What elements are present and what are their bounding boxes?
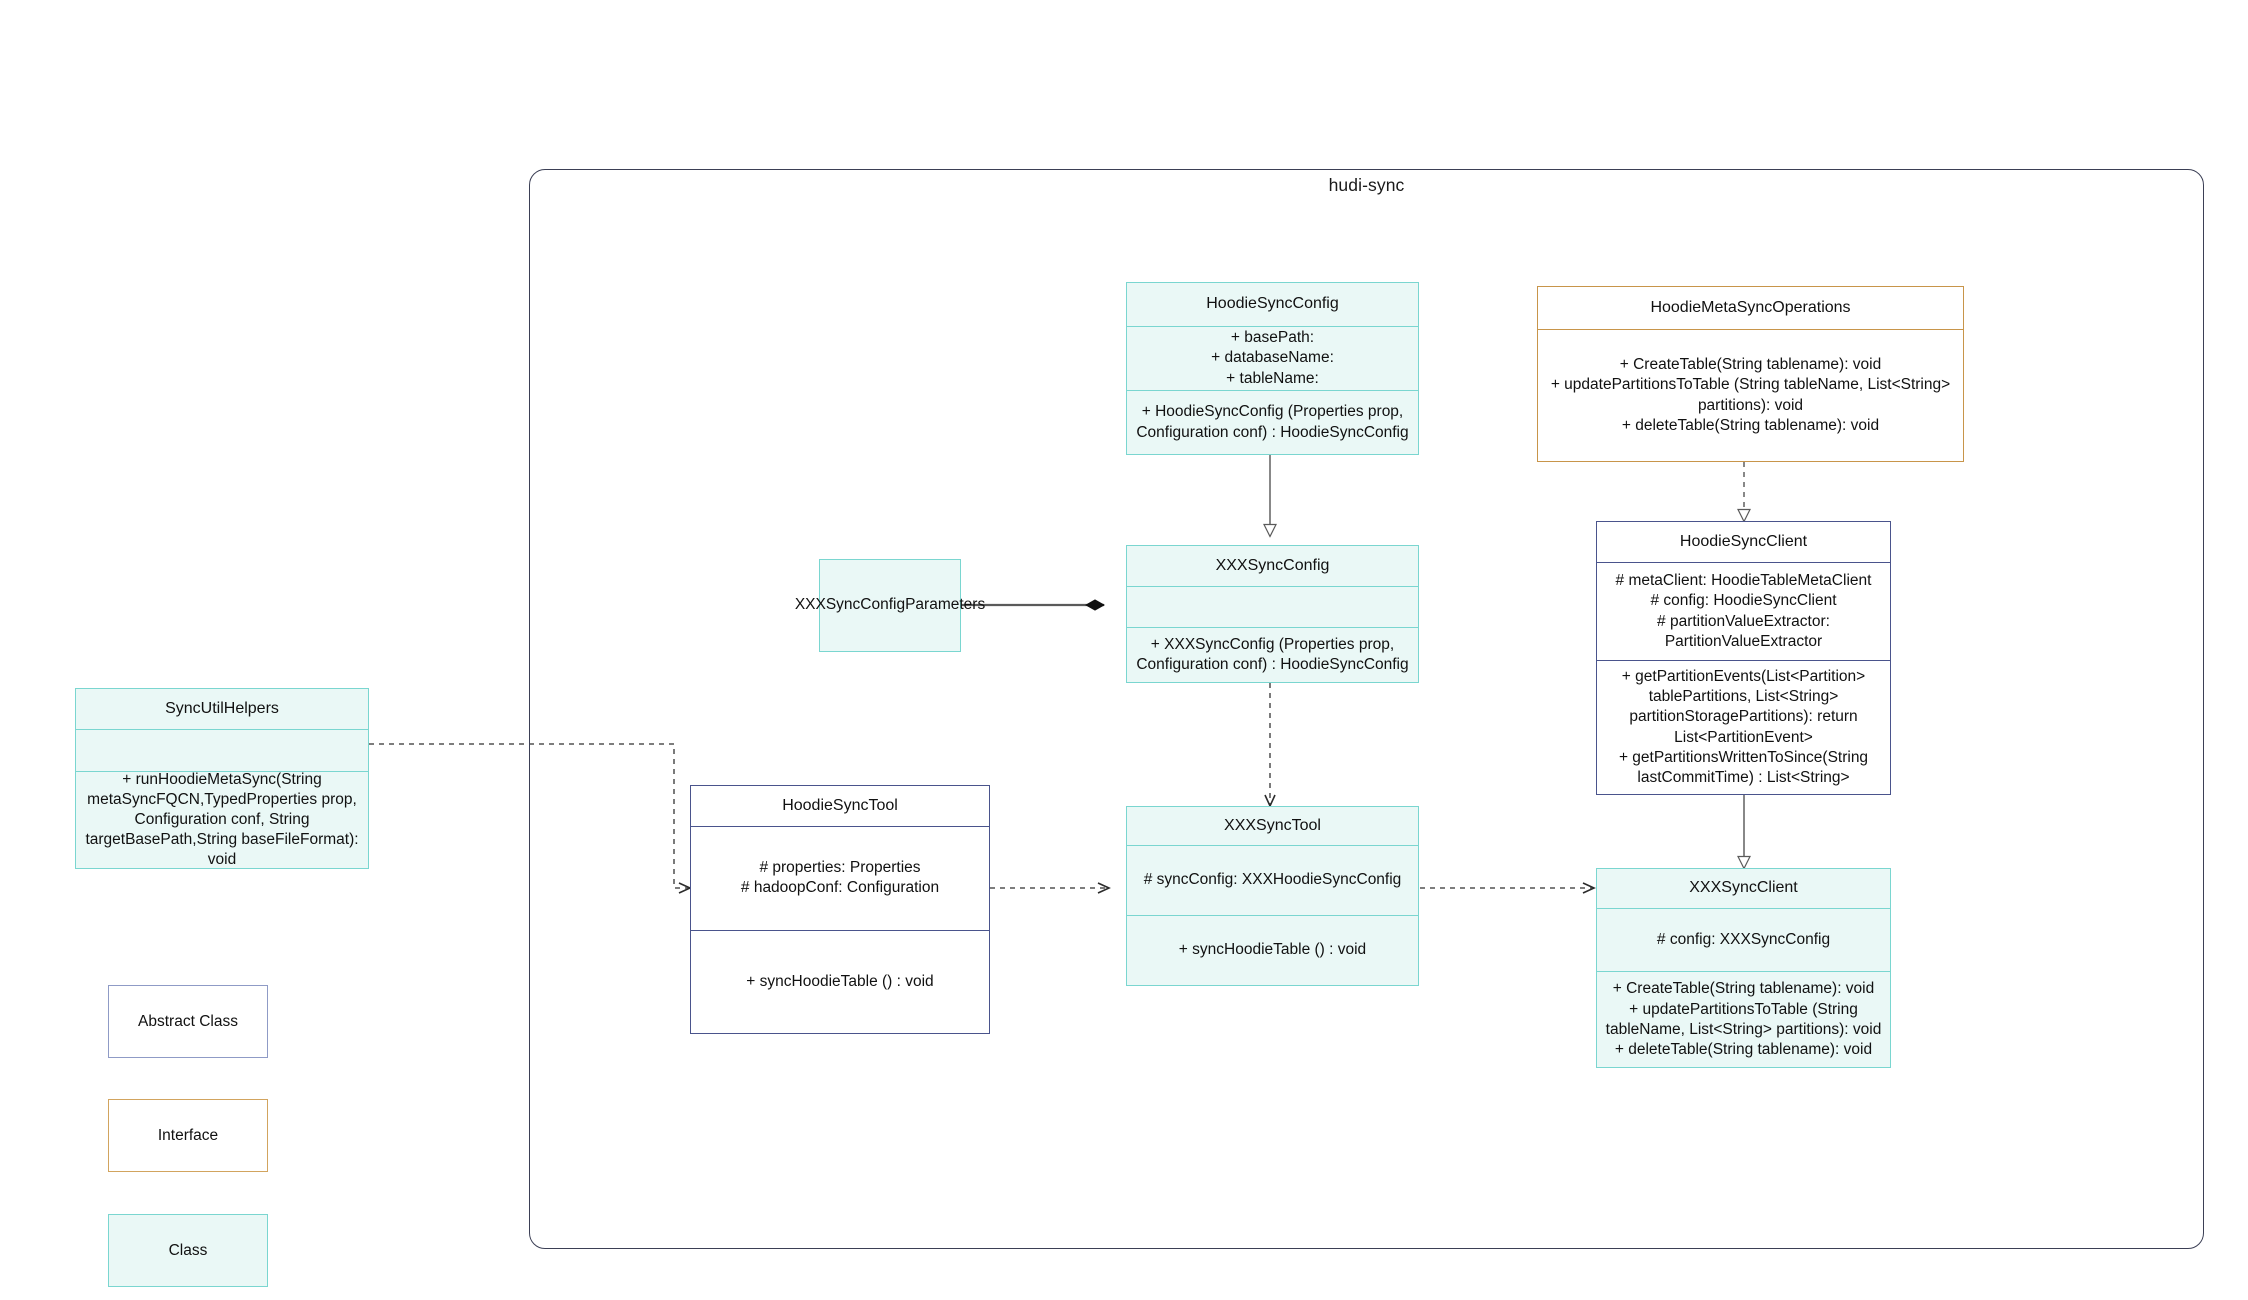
class-methods: + CreateTable(String tablename): void + … (1597, 971, 1890, 1067)
class-methods: + runHoodieMetaSync(String metaSyncFQCN,… (76, 771, 368, 868)
class-attributes (76, 729, 368, 771)
class-methods: + HoodieSyncConfig (Properties prop, Con… (1127, 390, 1418, 454)
interface-title: HoodieMetaSyncOperations (1650, 298, 1851, 316)
package-hudi-sync (529, 169, 2204, 1249)
class-xxx-sync-config-parameters[interactable]: XXXSyncConfigParameters (794, 559, 986, 652)
class-methods: + getPartitionEvents(List<Partition> tab… (1597, 660, 1890, 794)
class-title: XXXSyncConfigParameters (794, 596, 986, 614)
class-sync-util-helpers[interactable]: SyncUtilHelpers + runHoodieMetaSync(Stri… (75, 688, 369, 869)
class-attributes: # properties: Properties # hadoopConf: C… (691, 826, 989, 930)
class-attributes: # metaClient: HoodieTableMetaClient # co… (1597, 562, 1890, 660)
legend-label: Interface (157, 1126, 219, 1144)
class-title: HoodieSyncClient (1679, 532, 1808, 550)
class-hoodie-sync-config[interactable]: HoodieSyncConfig + basePath: + databaseN… (1126, 282, 1419, 455)
abstract-class-hoodie-sync-tool[interactable]: HoodieSyncTool # properties: Properties … (690, 785, 990, 1034)
class-attributes: + basePath: + databaseName: + tableName: (1127, 326, 1418, 390)
legend-abstract-class: Abstract Class (108, 985, 268, 1058)
class-title: HoodieSyncConfig (1206, 295, 1339, 313)
interface-hoodie-meta-sync-operations[interactable]: HoodieMetaSyncOperations + CreateTable(S… (1537, 286, 1964, 462)
legend-class: Class (108, 1214, 268, 1287)
legend-label: Abstract Class (138, 1012, 238, 1030)
class-attributes: # syncConfig: XXXHoodieSyncConfig (1127, 845, 1418, 915)
class-methods: + XXXSyncConfig (Properties prop, Config… (1127, 626, 1418, 682)
class-methods: + syncHoodieTable () : void (691, 929, 989, 1034)
class-attributes (1127, 586, 1418, 627)
class-attributes: # config: XXXSyncConfig (1597, 908, 1890, 971)
class-title: SyncUtilHelpers (165, 699, 279, 717)
legend-label: Class (168, 1241, 208, 1259)
class-title: XXXSyncClient (1689, 879, 1798, 897)
class-xxx-sync-client[interactable]: XXXSyncClient # config: XXXSyncConfig + … (1596, 868, 1891, 1068)
class-title: XXXSyncConfig (1215, 556, 1330, 574)
abstract-class-hoodie-sync-client[interactable]: HoodieSyncClient # metaClient: HoodieTab… (1596, 521, 1891, 795)
class-methods: + syncHoodieTable () : void (1127, 915, 1418, 985)
package-title: hudi-sync (1328, 175, 1405, 195)
class-xxx-sync-tool[interactable]: XXXSyncTool # syncConfig: XXXHoodieSyncC… (1126, 806, 1419, 986)
interface-methods: + CreateTable(String tablename): void + … (1538, 329, 1963, 461)
class-xxx-sync-config[interactable]: XXXSyncConfig + XXXSyncConfig (Propertie… (1126, 545, 1419, 683)
class-title: XXXSyncTool (1224, 816, 1321, 834)
legend-interface: Interface (108, 1099, 268, 1172)
class-title: HoodieSyncTool (782, 796, 898, 814)
